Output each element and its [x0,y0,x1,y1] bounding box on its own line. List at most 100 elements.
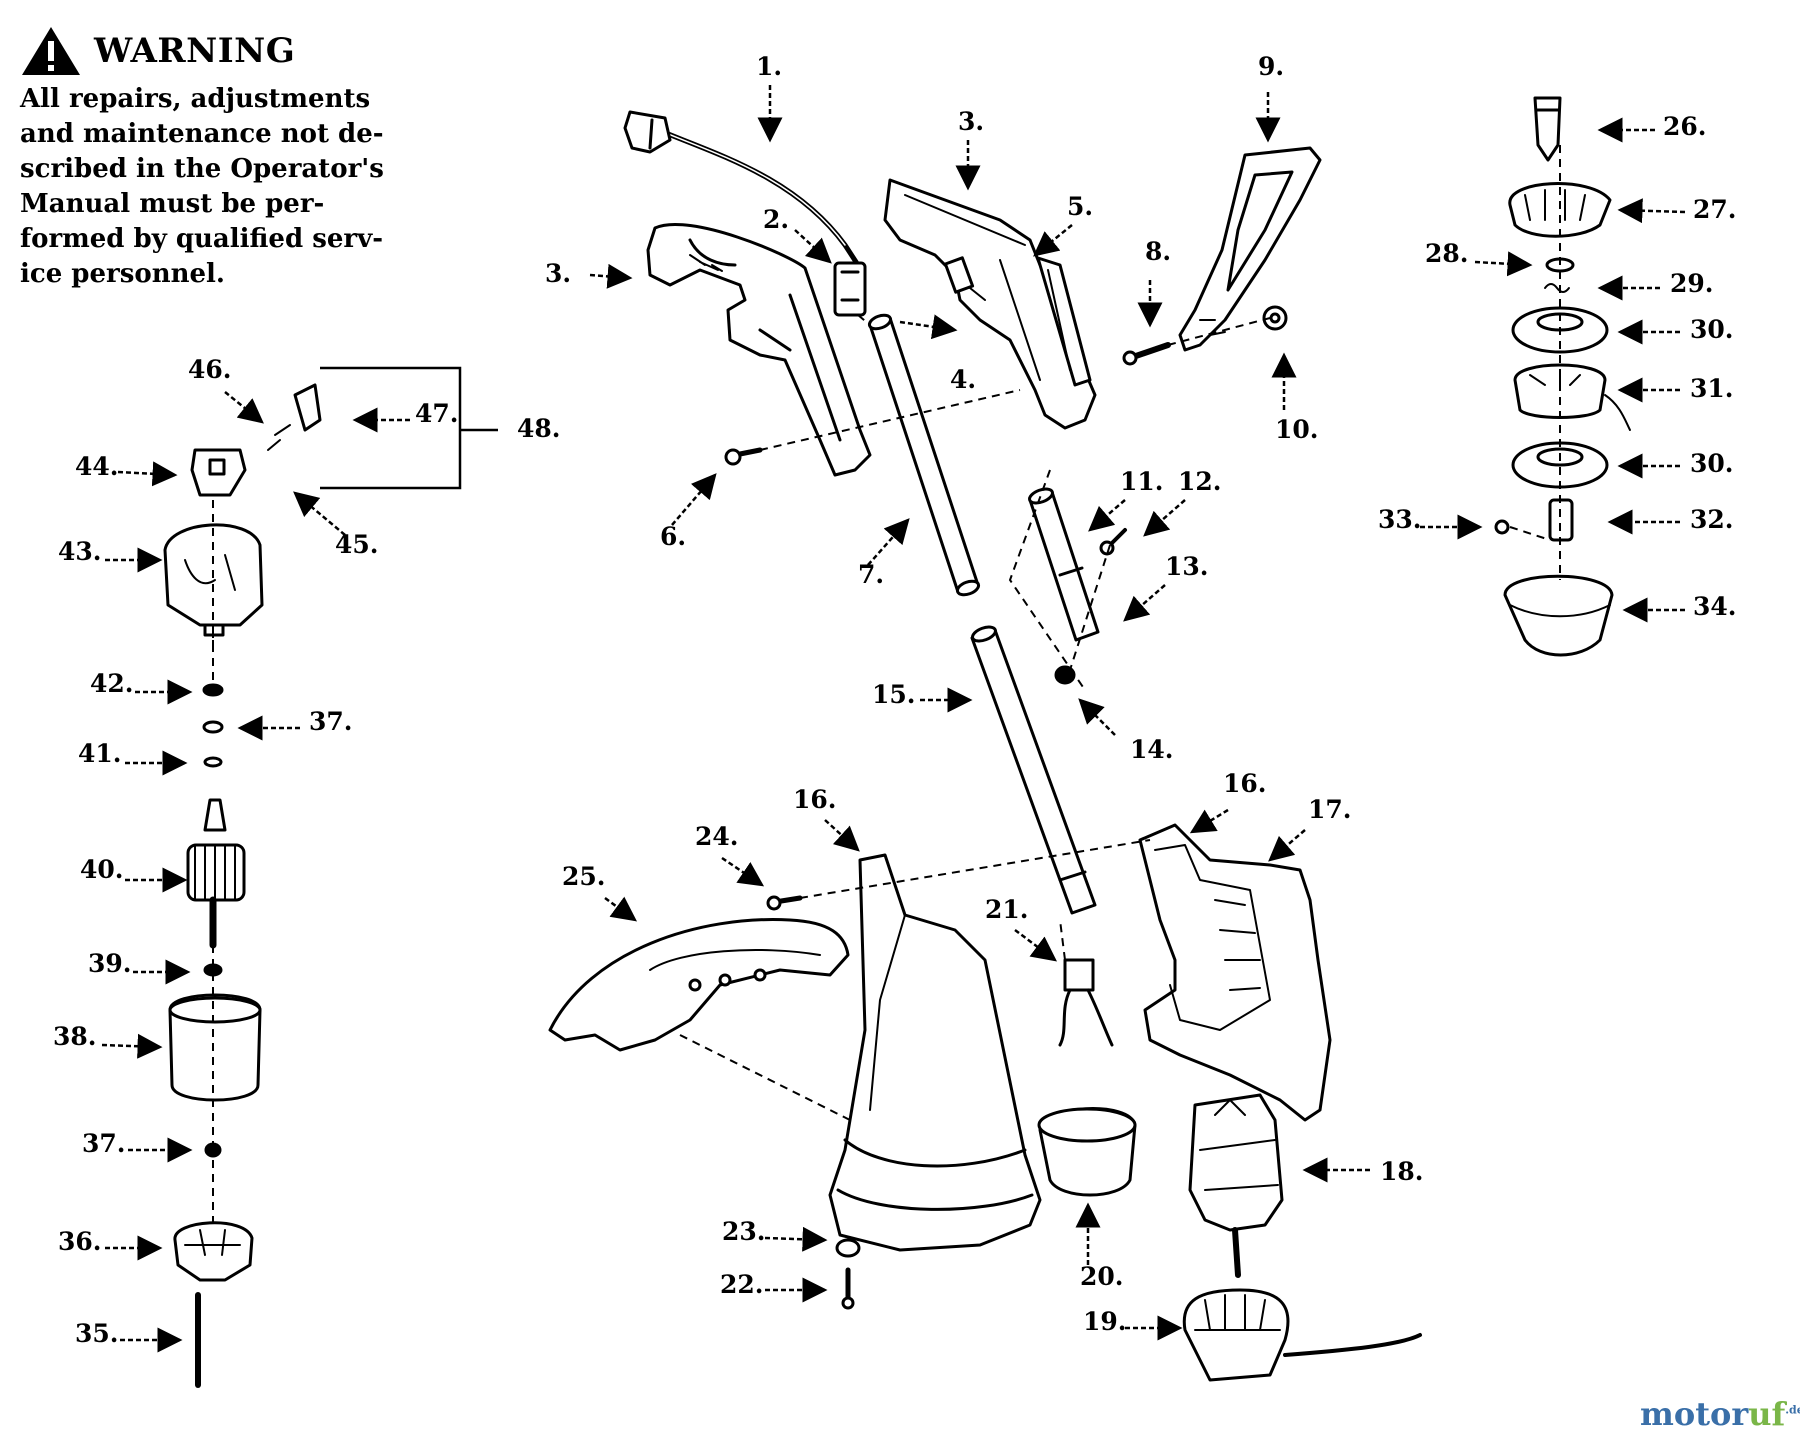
part-number-label: 15. [872,680,916,709]
part-housing-left-drawing [828,853,1042,1252]
part-number-label: 42. [90,669,134,698]
part-brush-drawing [267,383,322,451]
part-number-label: 44. [75,452,119,481]
part-number-label: 12. [1178,467,1222,496]
part-number-label: 41. [78,739,122,768]
leader-arrow [1268,829,1306,862]
part-stator-drawing [168,993,262,1102]
group-bracket-48 [320,366,498,490]
part-number-label: 19. [1083,1307,1127,1336]
part-number-label: 30. [1690,315,1734,344]
leader-arrow [671,473,717,526]
part-spool-cover-drawing [1503,574,1614,657]
part-number-label: 16. [1223,769,1267,798]
part-bolt-drawing [1122,342,1171,366]
leader-arrow [1617,198,1686,224]
part-fan-27-drawing [1508,182,1612,238]
part-screw-drawing [724,447,763,466]
part-number-label: 18. [1380,1157,1424,1186]
warning-line: and maintenance not de- [20,119,384,149]
leader-arrow [589,263,633,289]
part-washer-23-drawing [835,1238,861,1258]
leader-arrow [1474,251,1533,277]
part-number-label: 11. [1120,467,1164,496]
leader-arrow [1143,499,1186,537]
part-number-label: 30. [1690,449,1734,478]
part-number-label: 16. [793,785,837,814]
leader-arrow [101,1033,163,1059]
leader-arrow [1078,698,1116,736]
part-spring-29-drawing [1544,283,1570,293]
warning-line: ice personnel. [20,259,225,289]
warning-title: WARNING [94,31,296,71]
part-number-label: 13. [1165,552,1209,581]
part-handle-left-drawing [646,222,872,477]
warning-box: WARNING All repairs, adjustments and mai… [20,26,440,292]
leader-arrow [117,461,178,487]
watermark-logo: motoruf.de [1640,1395,1800,1433]
leader-arrow [293,491,346,536]
part-clip-drawing [833,261,867,317]
part-shaft-drawing [1533,96,1562,162]
leader-arrow [604,896,638,922]
part-screw-22-drawing [841,1267,855,1310]
part-number-label: 1. [756,52,782,81]
part-number-label: 31. [1690,374,1734,403]
leader-arrow [1189,808,1229,834]
part-fan-drawing [1182,1288,1422,1382]
part-number-label: 10. [1275,415,1319,444]
part-number-label: 36. [58,1227,102,1256]
part-number-label: 43. [58,537,102,566]
part-number-label: 38. [53,1022,97,1051]
part-spacer-30b-drawing [1511,441,1609,489]
part-number-label: 21. [985,895,1029,924]
part-brush-holder-drawing [190,448,247,497]
part-sleeve-drawing [1548,498,1574,542]
leader-arrow [764,1226,828,1252]
warning-text: All repairs, adjustments and maintenance… [20,82,430,292]
leader-arrow [721,856,765,887]
warning-line: Manual must be per- [20,189,325,219]
part-number-label: 45. [335,530,379,559]
part-switch-drawing [1036,256,1092,387]
part-number-label: 32. [1690,505,1734,534]
part-connector-tube-drawing [1028,487,1100,642]
part-number-label: 14. [1130,735,1174,764]
part-pin-drawing [1099,528,1127,556]
leader-arrow [1123,584,1166,622]
part-number-label: 7. [858,560,884,589]
part-wire-connector-drawing [1058,958,1114,1047]
part-number-label: 5. [1067,192,1093,221]
leader-arrow [824,819,860,852]
warning-line: formed by qualified serv- [20,224,383,254]
part-end-bell-drawing [173,1221,254,1282]
part-number-label: 3. [958,107,984,136]
part-number-label: 48. [517,414,561,443]
part-lower-tube-drawing [970,625,1097,915]
warning-triangle-icon [22,27,80,75]
warning-header: WARNING [20,26,440,76]
part-number-label: 24. [695,822,739,851]
part-number-label: 39. [88,949,132,978]
part-number-label: 33. [1378,505,1422,534]
part-ball-drawing [1494,519,1510,535]
part-guard-drawing [548,918,850,1052]
leader-arrow [1088,499,1126,532]
part-number-label: 2. [763,205,789,234]
warning-line: All repairs, adjustments [20,84,371,114]
leader-arrow [1014,929,1057,962]
part-number-label: 37. [309,707,353,736]
part-upper-tube-drawing [867,313,981,597]
part-number-label: 20. [1080,1262,1124,1291]
part-number-label: 29. [1670,269,1714,298]
part-number-label: 25. [562,862,606,891]
part-number-label: 9. [1258,52,1284,81]
part-cord-drawing [623,110,861,268]
part-front-handle-drawing [1178,146,1322,352]
leader-arrow [1033,224,1073,257]
part-number-label: 26. [1663,112,1707,141]
part-number-label: 23. [722,1217,766,1246]
part-number-label: 34. [1693,592,1737,621]
part-number-label: 8. [1145,237,1171,266]
